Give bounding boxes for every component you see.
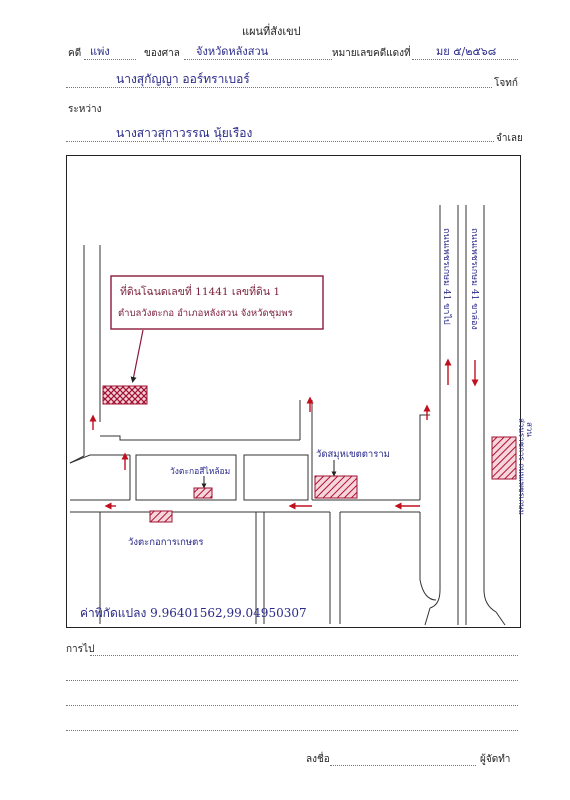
route-line-1: [90, 655, 518, 656]
black-case-line: [412, 59, 518, 60]
agri-label: วังตะกอการเกษตร: [128, 537, 204, 548]
coordinates-text: ค่าพิกัดแปลง 9.96401562,99.04950307: [80, 606, 307, 620]
route-line-2: [66, 680, 518, 681]
defendant-name: นางสาวสุกาวรรณ นุ้ยเรือง: [116, 126, 253, 140]
case-type-line: [84, 59, 136, 60]
defendant-label: จำเลย: [496, 133, 523, 144]
callout-box: [110, 275, 324, 330]
subject-parcel: [102, 385, 148, 405]
map-frame: [66, 155, 521, 628]
far-right-mark: สวน: [525, 422, 534, 437]
court-label: ของศาล: [144, 48, 180, 59]
callout-line-2: ตำบลวังตะกอ อำเภอหลังสวน จังหวัดชุมพร: [118, 308, 293, 319]
route-line-4: [66, 730, 518, 731]
court-name: จังหวัดหลังสวน: [196, 45, 269, 58]
road-left-label: ถนนเพชรเกษม 41 ขาไป: [441, 228, 452, 325]
wang-takor-label: วังตะกอสีไหล้อม: [170, 467, 231, 477]
road-right-label: ถนนเพชรเกษม 41 ขาล่อง: [469, 228, 479, 330]
temple-label: วัดสมุหเขตตาราม: [316, 449, 390, 460]
black-case-label: หมายเลขคดีแดงที่: [332, 48, 411, 59]
case-type: แพ่ง: [90, 45, 110, 58]
page-title: แผนที่สังเขป: [242, 25, 301, 38]
case-label: คดี: [68, 48, 82, 59]
plaintiff-line: [66, 87, 492, 88]
callout-pointer: [130, 329, 144, 383]
sign-label: ลงชื่อ: [306, 754, 330, 765]
far-right-label: ส่วนราชการ ถนนเพชรเกษม: [517, 418, 526, 515]
route-line-3: [66, 705, 518, 706]
wang-takor-landmark: [193, 487, 213, 499]
maker-label: ผู้จัดทำ: [480, 754, 511, 765]
temple-landmark: [314, 475, 358, 499]
agri-landmark: [149, 510, 173, 523]
far-right-landmark: [491, 436, 517, 480]
callout-line-1: ที่ดินโฉนดเลขที่ 11441 เลขที่ดิน 1: [120, 286, 281, 298]
court-name-line: [184, 59, 332, 60]
plaintiff-name: นางสุกัญญา ออร์ทราเบอร์: [116, 72, 250, 86]
direction-arrows: [89, 358, 479, 510]
black-case-number: มย ๕/๒๕๖๘: [436, 45, 497, 58]
plaintiff-label: โจทก์: [494, 78, 518, 89]
route-label: การไป: [66, 644, 95, 655]
defendant-line: [66, 141, 494, 142]
road-network: [69, 205, 506, 626]
between-label: ระหว่าง: [68, 104, 102, 115]
signature-line: [330, 765, 476, 766]
